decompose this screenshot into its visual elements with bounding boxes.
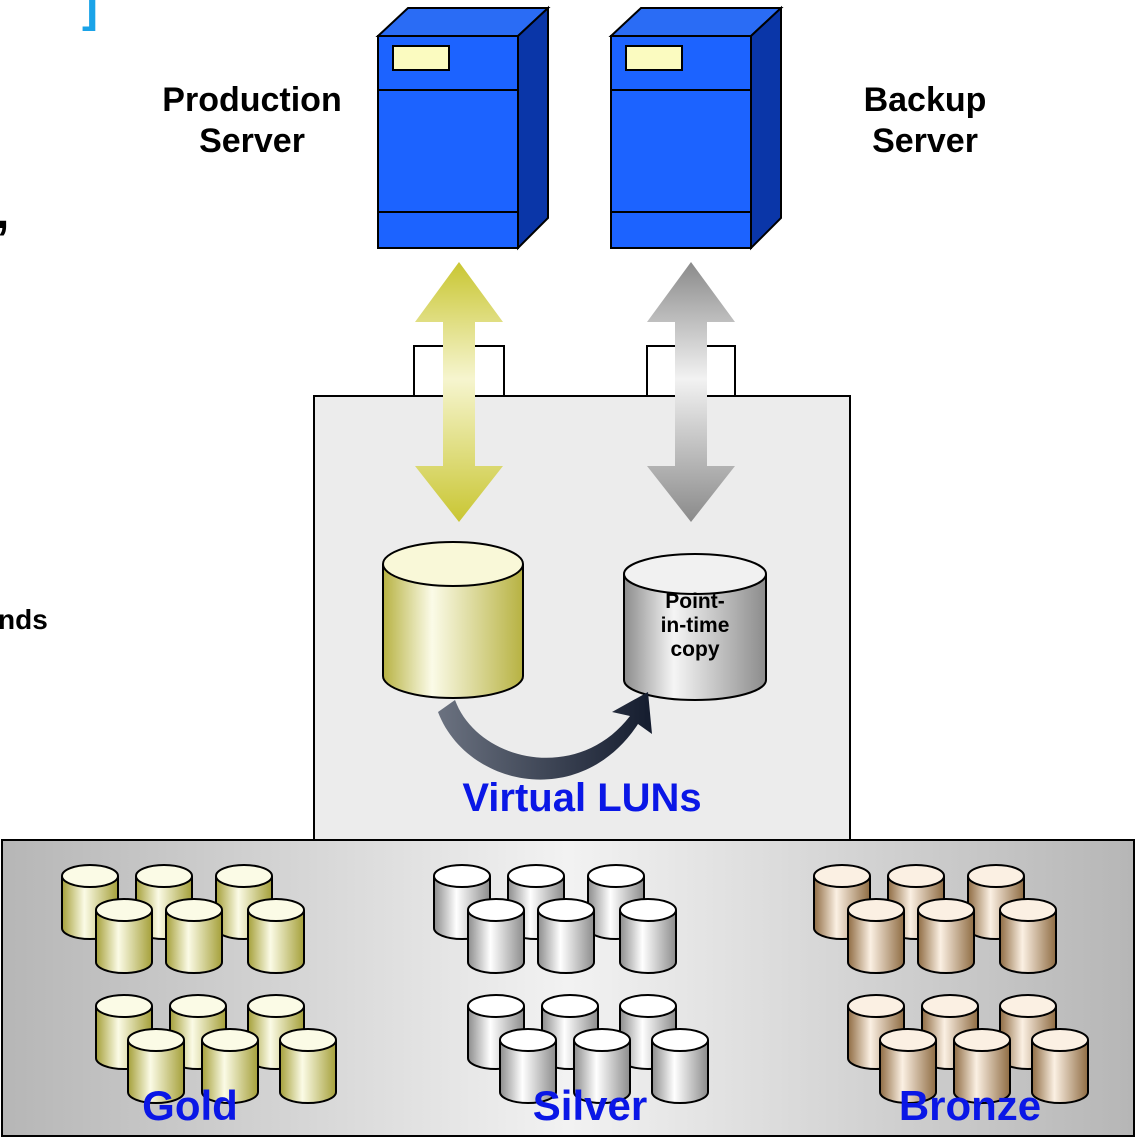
gold-disk-icon bbox=[95, 898, 153, 974]
copy-curve-arrow bbox=[438, 692, 652, 780]
silver-disk-icon bbox=[467, 898, 525, 974]
gold-disk-icon bbox=[127, 1028, 185, 1104]
point-in-time-label: Point- in-time copy bbox=[660, 590, 730, 662]
production-server-label: Production Server bbox=[162, 81, 342, 161]
disk-cluster-silver bbox=[433, 864, 709, 1104]
bronze-disk-icon bbox=[1031, 1028, 1089, 1104]
virtual-luns-title: Virtual LUNs bbox=[462, 776, 702, 820]
tier-label-bronze: Bronze bbox=[898, 1082, 1042, 1129]
disk-cluster-gold bbox=[61, 864, 337, 1104]
cut-off-text-bracket: ] bbox=[82, 0, 98, 32]
tier-label-gold: Gold bbox=[142, 1082, 238, 1129]
silver-disk-icon bbox=[499, 1028, 557, 1104]
bronze-disk-icon bbox=[847, 898, 905, 974]
bronze-disk-icon bbox=[917, 898, 975, 974]
gold-disk-icon bbox=[165, 898, 223, 974]
production-lun-cylinder bbox=[382, 541, 524, 699]
bronze-disk-icon bbox=[879, 1028, 937, 1104]
bronze-disk-icon bbox=[953, 1028, 1011, 1104]
gold-disk-icon bbox=[279, 1028, 337, 1104]
production-double-arrow bbox=[415, 262, 503, 522]
cut-off-text-comma: , bbox=[0, 185, 9, 240]
production-server-icon bbox=[375, 5, 551, 251]
silver-disk-icon bbox=[537, 898, 595, 974]
tier-label-silver: Silver bbox=[532, 1082, 648, 1129]
gold-disk-icon bbox=[247, 898, 305, 974]
disk-cluster-bronze bbox=[813, 864, 1089, 1104]
backup-server-label: Backup Server bbox=[863, 81, 987, 161]
gold-disk-icon bbox=[201, 1028, 259, 1104]
silver-disk-icon bbox=[573, 1028, 631, 1104]
silver-disk-icon bbox=[651, 1028, 709, 1104]
backup-server-icon bbox=[608, 5, 784, 251]
point-in-time-cylinder bbox=[623, 553, 767, 701]
silver-disk-icon bbox=[619, 898, 677, 974]
backup-double-arrow bbox=[647, 262, 735, 522]
cut-off-text-nds: nds bbox=[0, 604, 48, 635]
bronze-disk-icon bbox=[999, 898, 1057, 974]
